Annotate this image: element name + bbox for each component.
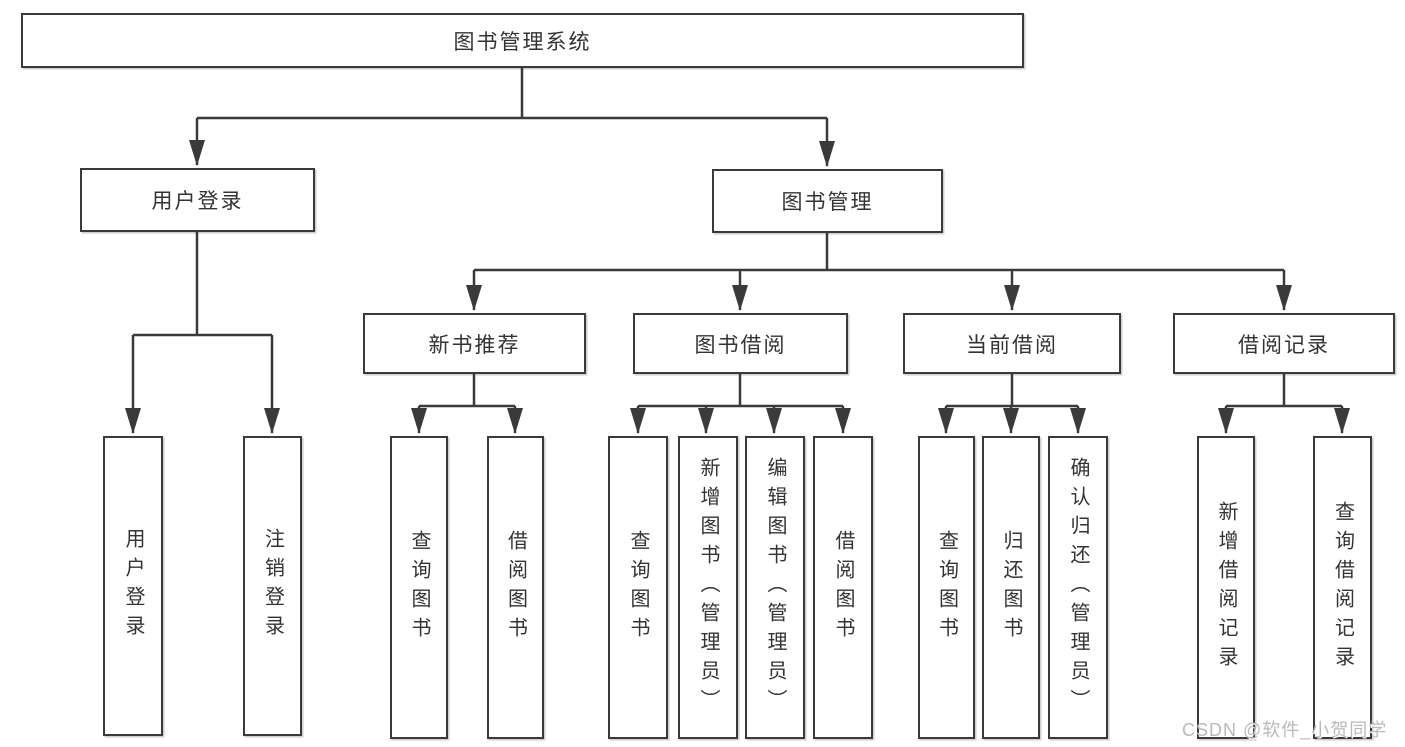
connector-borrowing-records-to-leaves xyxy=(1218,374,1350,434)
leaf-label: 编辑图书（管理员） xyxy=(764,457,786,718)
csdn-watermark: CSDN @软件_小贺同学 xyxy=(1182,720,1388,740)
leaf-label: 查询借阅记录 xyxy=(1331,500,1354,675)
leaf-query-books-recommend: 查询图书 xyxy=(390,436,448,739)
leaf-label: 归还图书 xyxy=(1000,529,1022,646)
connector-book-management-to-level3 xyxy=(466,233,1292,311)
leaf-label: 注销登录 xyxy=(261,528,284,644)
leaf-logout: 注销登录 xyxy=(243,436,302,736)
leaf-query-borrow-record: 查询借阅记录 xyxy=(1313,436,1372,739)
leaf-label: 新增借阅记录 xyxy=(1215,500,1237,675)
node-new-book-recommendation: 新书推荐 xyxy=(363,313,586,374)
connector-user-login-to-leaves xyxy=(125,231,280,434)
leaf-return-book: 归还图书 xyxy=(982,436,1040,739)
leaf-user-login: 用户登录 xyxy=(103,436,163,736)
leaf-label: 确认归还（管理员） xyxy=(1067,457,1089,718)
leaf-borrow-books-borrowing: 借阅图书 xyxy=(813,436,873,739)
node-book-management: 图书管理 xyxy=(712,169,943,233)
leaf-query-books-current: 查询图书 xyxy=(918,436,975,739)
leaf-label: 查询图书 xyxy=(935,529,958,646)
leaf-query-books-borrowing: 查询图书 xyxy=(608,436,668,739)
node-current-borrowing: 当前借阅 xyxy=(903,313,1121,374)
node-borrowing-records: 借阅记录 xyxy=(1173,313,1395,374)
node-library-management-system: 图书管理系统 xyxy=(21,13,1024,68)
leaf-confirm-return-admin: 确认归还（管理员） xyxy=(1048,436,1108,739)
node-book-borrowing: 图书借阅 xyxy=(633,313,848,374)
node-user-login: 用户登录 xyxy=(80,168,315,232)
leaf-edit-book-admin: 编辑图书（管理员） xyxy=(745,436,805,739)
leaf-add-book-admin: 新增图书（管理员） xyxy=(678,436,738,739)
leaf-label: 查询图书 xyxy=(408,529,430,646)
connector-book-borrowing-to-leaves xyxy=(630,374,851,434)
connector-root-to-level2 xyxy=(189,68,835,167)
leaf-label: 新增图书（管理员） xyxy=(697,457,719,718)
leaf-borrow-books-recommend: 借阅图书 xyxy=(487,436,544,739)
leaf-label: 查询图书 xyxy=(627,529,649,646)
leaf-add-borrow-record: 新增借阅记录 xyxy=(1197,436,1255,739)
connector-current-borrowing-to-leaves xyxy=(938,374,1086,434)
leaf-label: 用户登录 xyxy=(122,528,144,644)
leaf-label: 借阅图书 xyxy=(504,529,527,646)
connector-new-book-recommendation-to-leaves xyxy=(411,374,523,434)
leaf-label: 借阅图书 xyxy=(832,529,854,646)
